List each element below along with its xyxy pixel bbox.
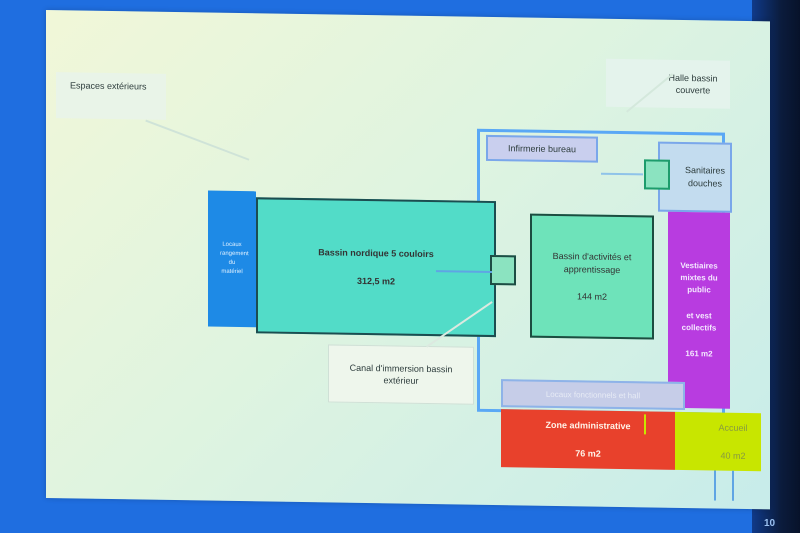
halle-bassin-box: Halle bassin couverte: [606, 58, 730, 109]
zone-administrative-box: Zone administrative 76 m2: [501, 409, 675, 470]
canal-label: Canal d'immersion bassin extérieur: [349, 362, 453, 386]
accueil-arrow-1: [714, 470, 716, 501]
accueil-arrow-2: [732, 470, 734, 501]
zone-administrative-area: 76 m2: [575, 448, 601, 459]
espaces-exterieurs-label: Espaces extérieurs: [70, 80, 147, 92]
bassin-activites-area: 144 m2: [576, 290, 608, 302]
vestiaires-label-2: et vest collectifs: [681, 311, 717, 333]
locaux-fonctionnels-label: Locaux fonctionnels et hall: [545, 389, 641, 400]
accueil-area: 40 m2: [720, 450, 746, 461]
locaux-rangement-strip: Locaux rangement du matériel: [208, 190, 256, 328]
bassin-nordique-box: Bassin nordique 5 couloirs 312,5 m2: [256, 197, 496, 338]
locaux-fonctionnels-bar: Locaux fonctionnels et hall: [501, 379, 685, 411]
infirmerie-label: Infirmerie bureau: [507, 143, 577, 155]
bassin-nordique-label: Bassin nordique 5 couloirs: [318, 247, 434, 260]
sanitaires-arrow: [601, 172, 643, 176]
bassin-activites-box: Bassin d'activités et apprentissage 144 …: [530, 213, 654, 340]
locaux-rangement-label: Locaux rangement du matériel: [220, 241, 249, 276]
infirmerie-box: Infirmerie bureau: [486, 134, 598, 163]
canal-box: Canal d'immersion bassin extérieur: [328, 344, 474, 405]
bassin-nordique-area: 312,5 m2: [356, 275, 396, 287]
espaces-pointer: [145, 119, 250, 161]
vestiaires-box: Vestiaires mixtes du public et vest coll…: [668, 211, 730, 409]
admin-arrow: [644, 414, 646, 435]
sanitaires-small-square: [644, 159, 670, 190]
espaces-exterieurs-box: Espaces extérieurs: [56, 72, 166, 120]
accueil-box: Accueil 40 m2: [675, 411, 761, 472]
vestiaires-area: 161 m2: [685, 349, 713, 359]
accueil-label: Accueil: [718, 422, 748, 434]
slide: Espaces extérieurs Halle bassin couverte…: [46, 10, 770, 510]
vestiaires-label: Vestiaires mixtes du public: [680, 260, 718, 295]
bassin-activites-label: Bassin d'activités et apprentissage: [552, 250, 632, 275]
zone-administrative-label: Zone administrative: [545, 419, 631, 432]
page-number: 10: [764, 518, 776, 529]
connector-square: [490, 254, 516, 286]
sanitaires-label: Sanitaires douches: [685, 165, 726, 189]
